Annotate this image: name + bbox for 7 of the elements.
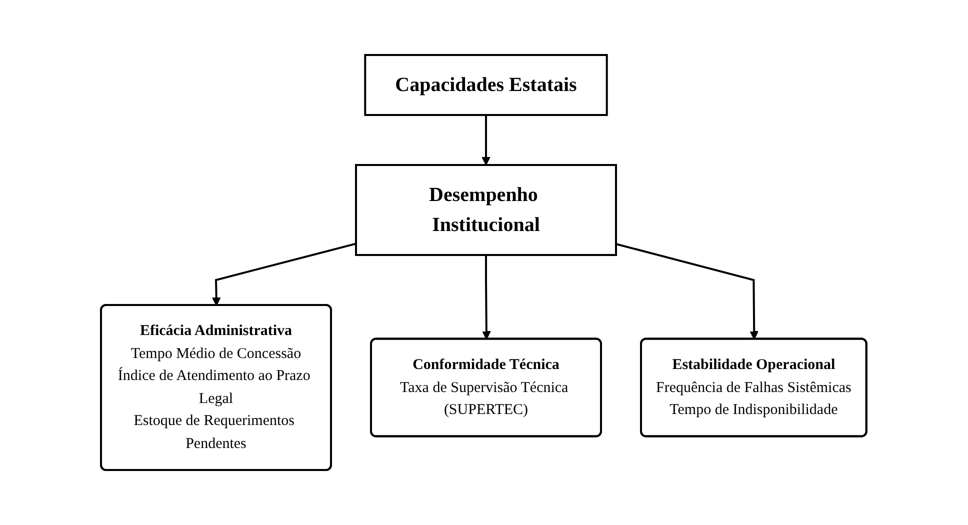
node-text: Eficácia Administrativa Tempo Médio de Concessão Índice de Atendimento ao Prazo Legal Estoque de Requerimentos Pendentes: [118, 323, 311, 452]
arrow: [212, 242, 357, 306]
arrow: [482, 115, 491, 166]
node-box: Capacidades Estatais: [364, 54, 608, 116]
arrow: [482, 255, 492, 340]
arrow: [616, 243, 759, 340]
node-box: Desempenho Institucional: [355, 164, 618, 256]
